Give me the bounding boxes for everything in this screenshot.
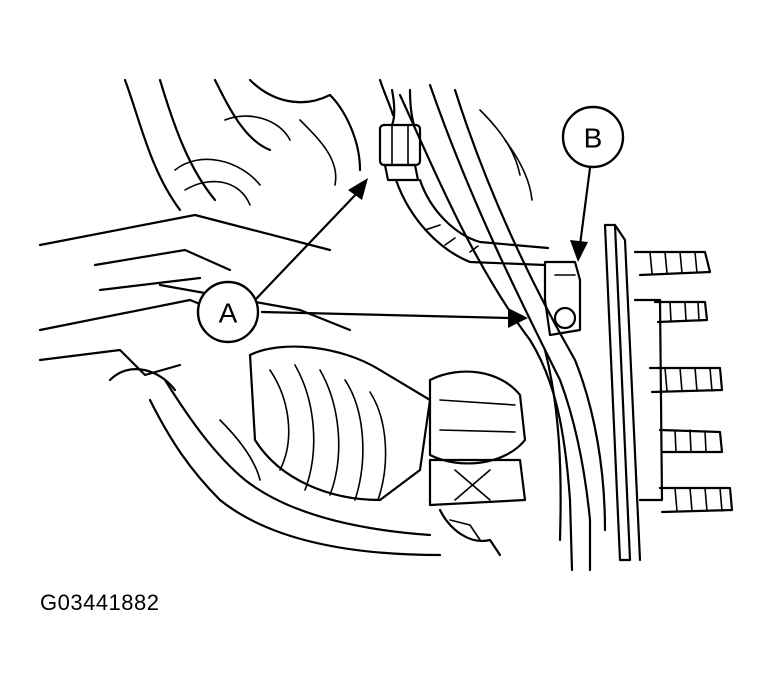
upper-fitting xyxy=(378,123,422,182)
brake-hose xyxy=(390,88,550,267)
lower-arm xyxy=(148,378,442,557)
wheel-stud xyxy=(658,486,734,514)
cv-boot xyxy=(248,345,432,502)
callout-a: A xyxy=(196,280,260,344)
wheel-stud xyxy=(653,300,709,324)
control-arm xyxy=(38,213,352,392)
callout-a-label: A xyxy=(219,298,238,329)
wheel-stud xyxy=(633,250,712,277)
wheel-studs xyxy=(633,250,734,514)
wheel-stud xyxy=(648,366,724,394)
upper-structure xyxy=(123,78,395,212)
wheel-stud xyxy=(658,428,724,454)
callout-b: B xyxy=(561,105,625,169)
wheel-hub xyxy=(603,223,664,562)
callout-b-label: B xyxy=(584,123,603,154)
ball-joint xyxy=(428,370,527,557)
steering-knuckle xyxy=(398,83,607,572)
figure-id-code: G03441882 xyxy=(40,590,160,615)
hose-bracket xyxy=(543,260,582,337)
leader-lines xyxy=(253,166,592,328)
